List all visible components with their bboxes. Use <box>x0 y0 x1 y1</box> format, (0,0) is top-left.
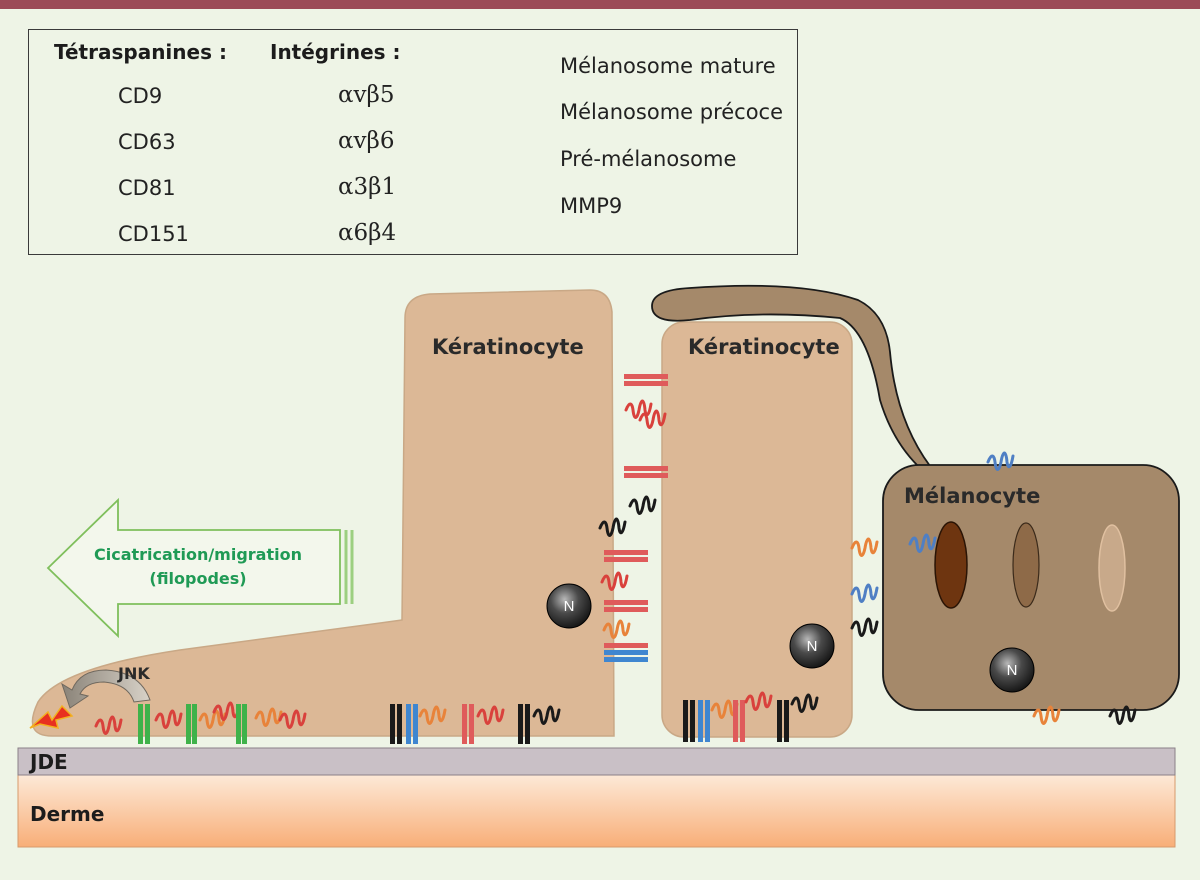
pre-melanosome <box>1098 524 1126 612</box>
jnk-arrow <box>61 669 151 709</box>
legend-pre-melanosome-label: Pré-mélanosome <box>560 147 737 171</box>
nucleus-label: N <box>564 598 575 615</box>
nucleus-keratinocyte-right <box>789 623 835 669</box>
legend-avb5-label: αvβ5 <box>338 82 395 108</box>
mmp9-icon <box>29 704 74 729</box>
jde-label: JDE <box>30 750 68 774</box>
legend-mmp9-label: MMP9 <box>560 194 623 218</box>
integrin-avb6 <box>242 704 247 744</box>
legend-avb6-label: αvβ6 <box>338 128 395 154</box>
lateral-junction-molecules <box>598 374 668 662</box>
keratinocyte-right-label: Kératinocyte <box>688 335 840 359</box>
basal-molecules-right <box>683 691 819 742</box>
legend-tetraspanines-title: Tétraspanines : <box>54 40 227 64</box>
legend-integrines-title: Intégrines : <box>270 40 401 64</box>
legend-a6b4-label: α6β4 <box>338 220 397 246</box>
integrin-avb6 <box>186 704 191 744</box>
keratinocyte-left-body <box>31 289 615 737</box>
jde-layer <box>17 747 1176 776</box>
basal-molecules-mid <box>390 704 561 744</box>
derme-label: Derme <box>30 802 105 826</box>
top-color-bar <box>0 0 1200 9</box>
legend-cd151-label: CD151 <box>118 222 189 246</box>
legend-cd9-label: CD9 <box>118 84 163 108</box>
legend-a3b1-label: α3β1 <box>338 174 397 200</box>
migration-label-line1: Cicatrication/migration <box>94 545 302 564</box>
migration-arrow <box>46 497 341 639</box>
legend-melanosome-early-label: Mélanosome précoce <box>560 100 784 124</box>
melanosome-mature <box>934 521 968 609</box>
integrin-avb6 <box>236 704 241 744</box>
integrin-avb6 <box>192 704 197 744</box>
integrin-avb6 <box>145 704 150 744</box>
legend-cd63-label: CD63 <box>118 130 176 154</box>
nucleus-label: N <box>807 638 818 655</box>
legend-cd81-label: CD81 <box>118 176 176 200</box>
melanocyte-dendrite <box>651 284 932 467</box>
keratinocyte-right-body <box>661 321 853 738</box>
migration-label-line2: (filopodes) <box>149 569 247 588</box>
nucleus-melanocyte <box>989 647 1035 693</box>
melanosome-early <box>1012 522 1040 608</box>
melanocyte-label: Mélanocyte <box>904 484 1041 508</box>
keratinocyte-left-label: Kératinocyte <box>432 335 584 359</box>
jnk-label: JNK <box>118 664 150 683</box>
integrin-avb6 <box>138 704 143 744</box>
nucleus-label: N <box>1007 662 1018 679</box>
legend-melanosome-mature-label: Mélanosome mature <box>560 54 776 78</box>
derme-layer <box>17 774 1176 848</box>
nucleus-keratinocyte-left <box>546 583 592 629</box>
legend <box>28 29 798 255</box>
basal-molecules-left <box>94 701 307 744</box>
